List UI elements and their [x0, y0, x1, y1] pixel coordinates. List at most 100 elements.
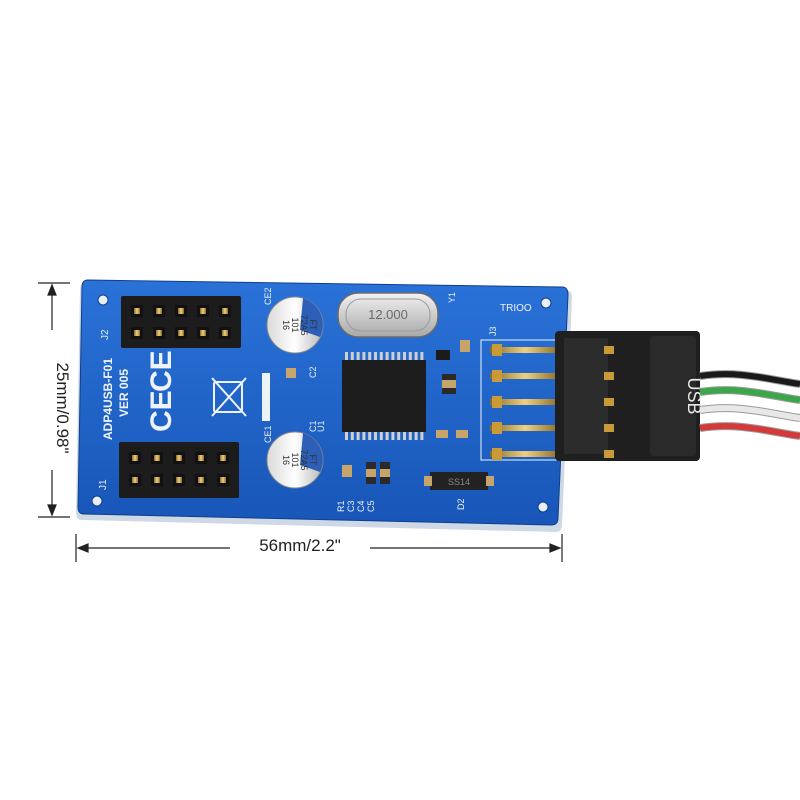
- header-pin: [200, 308, 206, 314]
- wire: [699, 405, 800, 421]
- ic-pin: [403, 352, 406, 361]
- width-dimension-label: 56mm/2.2": [259, 536, 341, 555]
- capacitor-marking: 72A5: [299, 314, 309, 335]
- ic-pin: [368, 431, 372, 440]
- dimension-vertical: [38, 282, 70, 518]
- silkscreen-model: ADP4USB-F01 VER 005: [101, 358, 131, 440]
- small-label-c1: C1: [308, 420, 318, 432]
- ic-pin: [414, 352, 418, 361]
- pin-solder-pad: [492, 370, 502, 382]
- ic-pin: [391, 431, 395, 440]
- capacitor-marking: 16: [281, 455, 291, 465]
- ic-pin: [362, 352, 366, 361]
- usb-hub-chip: U1: [316, 352, 426, 440]
- right-angle-pin: [490, 373, 560, 379]
- pin-header-top: J2: [100, 296, 241, 348]
- capacitor-marking: FT: [308, 455, 318, 466]
- svg-text:CE: CE: [145, 350, 178, 392]
- header-pin: [134, 330, 140, 336]
- header-pin: [132, 455, 138, 461]
- ic-pin: [385, 352, 389, 361]
- model-text: ADP4USB-F01: [101, 358, 115, 440]
- resistor-label-c3: C3: [346, 500, 356, 512]
- ic-pin: [379, 352, 383, 361]
- crystal-oscillator: 12.000 Y1: [337, 292, 457, 338]
- ic-pin: [345, 431, 348, 440]
- pin-solder-pad: [492, 448, 502, 460]
- right-angle-pin: [490, 425, 560, 431]
- ic-pin: [397, 431, 401, 440]
- crystal-label: Y1: [447, 292, 457, 303]
- pin-header-bottom: J1: [98, 442, 239, 498]
- pin-solder-pad: [492, 396, 502, 408]
- ic-pin: [356, 352, 360, 361]
- header-pin: [220, 455, 226, 461]
- resistor-label-c5: C5: [366, 500, 376, 512]
- ic-pin: [391, 352, 395, 361]
- resistor-label-c4: C4: [356, 500, 366, 512]
- ic-pin: [350, 352, 354, 361]
- ic-pin: [420, 352, 424, 361]
- capacitor-marking: 16: [281, 320, 291, 330]
- usb-wires: [699, 370, 800, 440]
- ce-mark-second: CE: [145, 390, 178, 432]
- connector-contact: [604, 346, 614, 354]
- ce-mark-large: CE: [145, 350, 178, 392]
- capacitor-marking: 101: [290, 317, 300, 332]
- header-bottom-label: J1: [98, 479, 109, 490]
- chip-label: U1: [316, 420, 326, 432]
- ic-pin: [397, 352, 401, 361]
- connector-contact: [604, 424, 614, 432]
- header-pin: [156, 330, 162, 336]
- right-angle-pin: [490, 347, 560, 353]
- ic-pin: [374, 431, 377, 440]
- capacitor-marking: 101: [290, 452, 300, 467]
- ic-pin: [420, 431, 424, 440]
- header-pin: [154, 455, 160, 461]
- capacitor-marking: FT: [308, 320, 318, 331]
- header-pin: [198, 477, 204, 483]
- header-pin: [178, 308, 184, 314]
- ic-pin: [362, 431, 366, 440]
- weee-bin-icon: [211, 373, 270, 421]
- right-angle-pin: [490, 399, 560, 405]
- connector-contact: [604, 398, 614, 406]
- dimension-horizontal: [75, 534, 563, 562]
- ic-pin: [385, 431, 389, 440]
- header-pin: [222, 308, 228, 314]
- diode-label: D2: [456, 498, 466, 510]
- diode: SS14 D2: [424, 472, 494, 510]
- wire: [699, 371, 800, 387]
- ic-pin: [403, 431, 406, 440]
- header-pin: [220, 477, 226, 483]
- header-pin: [156, 308, 162, 314]
- crystal-text: 12.000: [368, 307, 408, 322]
- smd-components: C2 C1 R1 C3 C4 C5: [286, 340, 470, 512]
- header-pin: [132, 477, 138, 483]
- header-pin: [178, 330, 184, 336]
- svg-text:CE: CE: [145, 390, 178, 432]
- ic-pin: [408, 352, 412, 361]
- wire: [699, 387, 800, 403]
- ic-pin: [350, 431, 354, 440]
- usb-connector: USB: [555, 331, 704, 461]
- cap-bottom-label: CE1: [263, 425, 273, 443]
- right-angle-pin: [490, 451, 560, 457]
- header-right-label: J3: [488, 326, 498, 336]
- cap-top-label: CE2: [263, 287, 273, 305]
- ic-pin: [368, 352, 372, 361]
- height-dimension-label: 25mm/0.98": [53, 362, 72, 454]
- header-pin: [200, 330, 206, 336]
- header-pin: [176, 455, 182, 461]
- header-pin: [176, 477, 182, 483]
- wire: [699, 423, 800, 439]
- ic-pin: [345, 352, 348, 361]
- version-text: VER 005: [117, 369, 131, 417]
- pin-solder-pad: [492, 422, 502, 434]
- header-pin: [222, 330, 228, 336]
- diode-text: SS14: [448, 477, 470, 487]
- ic-pin: [374, 352, 377, 361]
